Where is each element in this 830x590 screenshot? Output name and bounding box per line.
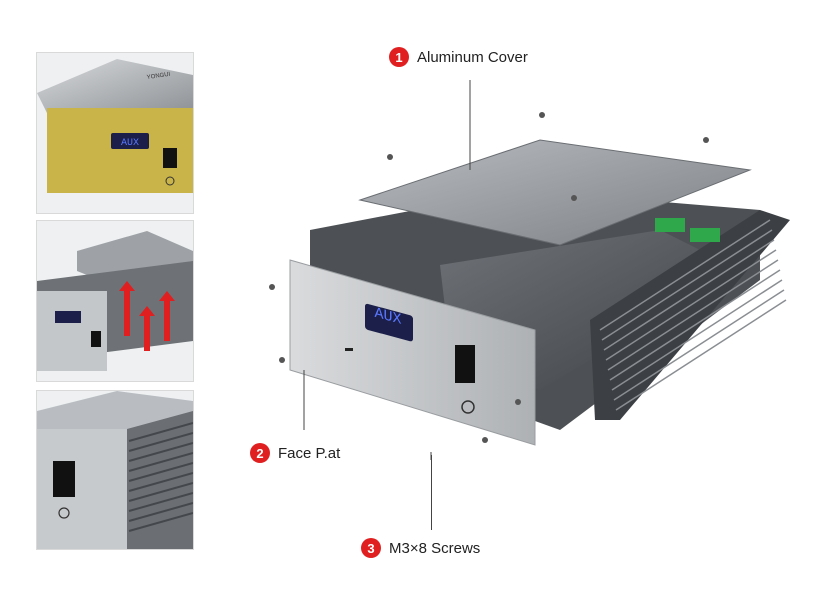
callout-label: M3×8 Screws (389, 539, 481, 557)
power-icon (165, 176, 175, 186)
callout-label: Face P.at (278, 444, 341, 462)
callout-label: Aluminum Cover (417, 48, 528, 66)
terminal-block (690, 228, 720, 242)
terminal-block (655, 218, 685, 232)
power-switch-icon (163, 148, 177, 168)
brand-logo: YONGUI (146, 72, 171, 81)
callout-number-badge: 2 (250, 443, 270, 463)
power-switch-icon (455, 345, 475, 383)
screws (269, 112, 709, 443)
callout-face-plate: 2 Face P.at (250, 443, 340, 463)
power-icon (461, 400, 475, 414)
heatsink-fins (127, 411, 193, 549)
display-window (365, 303, 413, 342)
red-arrows (119, 281, 175, 351)
callout-aluminum-cover: 1 Aluminum Cover (389, 47, 528, 67)
callout-screws: 3 M3×8 Screws (361, 538, 480, 558)
leader-line-screws-ext (431, 455, 432, 530)
front-panel-thumb (37, 291, 107, 371)
front-panel-thumb (37, 429, 127, 549)
gold-front-panel (47, 108, 193, 193)
display-window (55, 311, 81, 323)
thumbnail-exploded (36, 220, 194, 382)
top-cover-shape (37, 59, 193, 113)
aluminum-cover (358, 139, 752, 246)
thumbnail-gold-panel: AUX YONGUI (36, 52, 194, 214)
display-window (111, 133, 149, 149)
callout-number-badge: 1 (389, 47, 409, 67)
ir-window (345, 348, 353, 351)
face-plate (289, 259, 536, 446)
right-heatsink (590, 210, 790, 420)
callout-number-badge: 3 (361, 538, 381, 558)
power-icon (58, 507, 70, 519)
enclosure-exploded-view: AUX (260, 40, 800, 465)
display-digits: AUX (121, 138, 139, 149)
power-switch-icon (91, 331, 101, 347)
thumbnail-heatsink-corner (36, 390, 194, 550)
power-switch-icon (53, 461, 75, 497)
